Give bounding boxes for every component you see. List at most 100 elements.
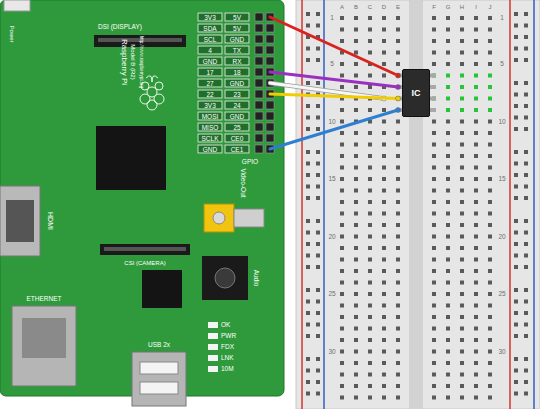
ground-rail-line	[533, 0, 535, 409]
breadboard-hole	[354, 16, 358, 20]
breadboard-hole	[396, 281, 400, 285]
breadboard-hole	[514, 35, 518, 39]
breadboard-hole	[474, 200, 478, 204]
breadboard-hole	[432, 384, 436, 388]
breadboard-hole	[432, 177, 436, 181]
pin-name: 24	[225, 101, 250, 110]
breadboard-hole	[446, 120, 450, 124]
breadboard-hole	[446, 361, 450, 365]
breadboard-hole	[306, 231, 310, 235]
breadboard-hole	[432, 269, 436, 273]
column-letter: B	[354, 4, 358, 10]
row-number: 5	[330, 61, 334, 68]
breadboard-hole	[340, 396, 344, 400]
breadboard-hole	[396, 28, 400, 32]
usb-port	[132, 352, 186, 406]
breadboard-hole	[316, 219, 320, 223]
breadboard-hole	[368, 28, 372, 32]
breadboard-hole	[524, 47, 528, 51]
breadboard-hole	[514, 24, 518, 28]
pin-name: GND	[198, 57, 223, 66]
gpio-pin	[255, 35, 263, 43]
breadboard-hole	[514, 173, 518, 177]
breadboard-hole	[432, 315, 436, 319]
breadboard-hole	[396, 258, 400, 262]
breadboard-hole	[460, 143, 464, 147]
row-number: 25	[328, 291, 335, 298]
breadboard-hole	[460, 338, 464, 342]
pin-name: 17	[198, 68, 223, 77]
breadboard-hole	[474, 350, 478, 354]
status-led	[208, 333, 218, 339]
breadboard-hole	[340, 338, 344, 342]
breadboard-hole	[432, 327, 436, 331]
breadboard-hole	[396, 338, 400, 342]
breadboard-hole	[460, 131, 464, 135]
breadboard-hole	[432, 235, 436, 239]
breadboard-hole	[432, 28, 436, 32]
breadboard-hole	[354, 396, 358, 400]
pin-name: MOSI	[198, 112, 223, 121]
breadboard-hole	[382, 373, 386, 377]
breadboard-hole	[474, 62, 478, 66]
breadboard-hole	[524, 81, 528, 85]
breadboard-hole	[524, 392, 528, 396]
breadboard-hole	[524, 35, 528, 39]
breadboard-hole	[488, 246, 492, 250]
breadboard-hole	[514, 288, 518, 292]
breadboard-hole	[474, 16, 478, 20]
breadboard-hole	[488, 39, 492, 43]
breadboard-hole	[460, 235, 464, 239]
breadboard-hole	[354, 338, 358, 342]
breadboard-hole	[368, 223, 372, 227]
row-number: 10	[328, 118, 335, 125]
breadboard-hole	[354, 281, 358, 285]
breadboard-hole	[382, 269, 386, 273]
breadboard-hole	[524, 185, 528, 189]
status-led	[208, 366, 218, 372]
breadboard-hole	[524, 254, 528, 258]
breadboard-hole	[460, 212, 464, 216]
breadboard-hole	[368, 85, 372, 89]
breadboard-hole	[446, 189, 450, 193]
pin-name: 4	[198, 46, 223, 55]
breadboard-hole	[368, 396, 372, 400]
breadboard-hole	[474, 327, 478, 331]
breadboard-hole	[488, 51, 492, 55]
breadboard-hole	[382, 143, 386, 147]
breadboard-hole	[460, 361, 464, 365]
row-number: 20	[498, 233, 505, 240]
breadboard-hole	[340, 28, 344, 32]
row-number: 25	[498, 291, 505, 298]
breadboard-hole	[524, 357, 528, 361]
breadboard-hole	[514, 58, 518, 62]
breadboard-hole	[382, 39, 386, 43]
breadboard-hole	[432, 350, 436, 354]
breadboard-hole	[306, 242, 310, 246]
breadboard-hole	[354, 350, 358, 354]
breadboard-hole	[306, 12, 310, 16]
breadboard-hole	[460, 108, 464, 112]
breadboard-hole	[396, 269, 400, 273]
breadboard-hole	[432, 223, 436, 227]
breadboard-hole	[306, 127, 310, 131]
breadboard-hole	[432, 373, 436, 377]
breadboard-hole	[514, 196, 518, 200]
breadboard-hole	[488, 189, 492, 193]
breadboard-hole	[488, 16, 492, 20]
pin-name: MISO	[198, 123, 223, 132]
breadboard-hole	[524, 127, 528, 131]
breadboard-hole	[306, 116, 310, 120]
breadboard-hole	[382, 292, 386, 296]
breadboard-hole	[396, 108, 400, 112]
breadboard-hole	[488, 131, 492, 135]
breadboard-hole	[382, 246, 386, 250]
ethernet-socket	[22, 318, 66, 358]
breadboard-hole	[488, 281, 492, 285]
breadboard-hole	[488, 396, 492, 400]
breadboard-hole	[446, 62, 450, 66]
breadboard-hole	[488, 235, 492, 239]
ic-pin	[430, 108, 436, 112]
